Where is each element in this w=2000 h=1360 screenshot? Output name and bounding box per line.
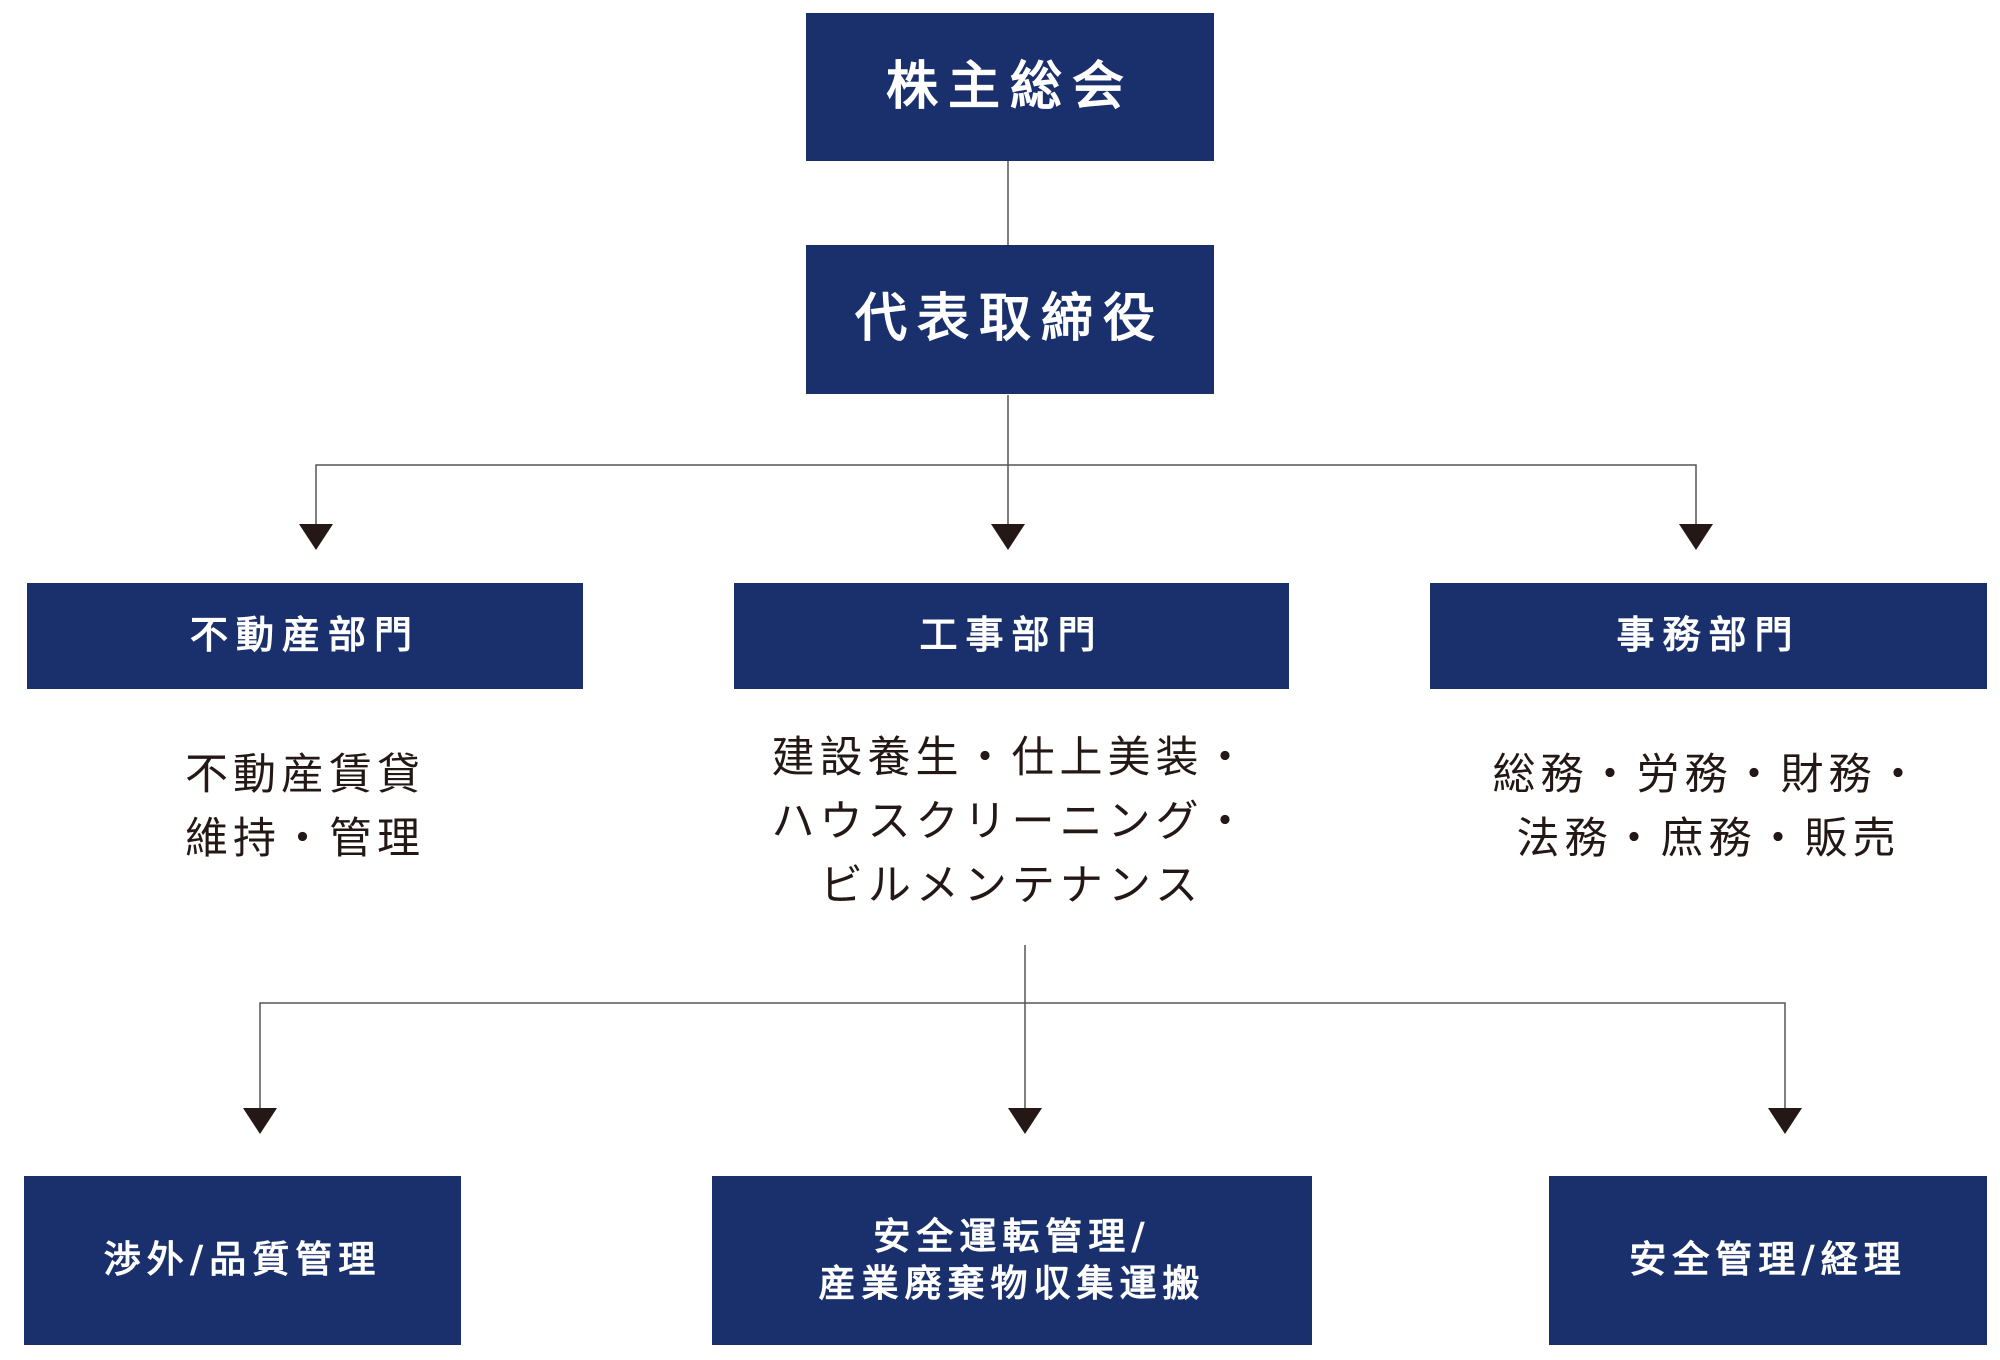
arrow-section-right	[1768, 1108, 1802, 1134]
real-estate-dept-box: 不動産部門	[27, 583, 583, 689]
construction-duty-line: ハウスクリーニング・	[771, 797, 1252, 847]
shareholders-box: 株主総会	[806, 13, 1214, 161]
real-estate-dept-label: 不動産部門	[189, 613, 420, 658]
section-driving-waste-label: 安全運転管理/	[873, 1215, 1151, 1259]
construction-dept-label: 工事部門	[919, 613, 1104, 658]
real-estate-duties: 不動産賃貸 維持・管理	[27, 743, 583, 871]
section-safety-accounting-box: 安全管理/経理	[1549, 1176, 1987, 1345]
office-duty-line: 法務・庶務・販売	[1516, 814, 1901, 864]
president-box: 代表取締役	[806, 245, 1214, 394]
section-driving-waste-label: 産業廃棄物収集運搬	[818, 1261, 1206, 1305]
section-safety-accounting-label: 安全管理/経理	[1629, 1238, 1907, 1282]
arrow-office	[1679, 524, 1713, 550]
office-dept-box: 事務部門	[1430, 583, 1987, 689]
office-duty-line: 総務・労務・財務・	[1492, 750, 1925, 800]
arrow-real-estate	[299, 524, 333, 550]
arrow-construction	[991, 524, 1025, 550]
connector-section-branch	[259, 1002, 1786, 1110]
construction-duties: 建設養生・仕上美装・ ハウスクリーニング・ ビルメンテナンス	[734, 726, 1289, 918]
real-estate-duty-line: 維持・管理	[185, 814, 425, 864]
office-duties: 総務・労務・財務・ 法務・庶務・販売	[1430, 743, 1987, 871]
connector-dept-branch	[315, 464, 1697, 525]
construction-duty-line: 建設養生・仕上美装・	[771, 733, 1252, 783]
section-external-quality-box: 渉外/品質管理	[24, 1176, 461, 1345]
shareholders-label: 株主総会	[885, 56, 1134, 117]
arrow-section-left	[243, 1108, 277, 1134]
president-label: 代表取締役	[854, 289, 1165, 349]
arrow-section-center	[1008, 1108, 1042, 1134]
construction-dept-box: 工事部門	[734, 583, 1289, 689]
real-estate-duty-line: 不動産賃貸	[185, 750, 425, 800]
office-dept-label: 事務部門	[1616, 613, 1801, 658]
section-driving-waste-box: 安全運転管理/ 産業廃棄物収集運搬	[712, 1176, 1312, 1345]
construction-duty-line: ビルメンテナンス	[819, 861, 1204, 911]
section-external-quality-label: 渉外/品質管理	[103, 1238, 382, 1282]
